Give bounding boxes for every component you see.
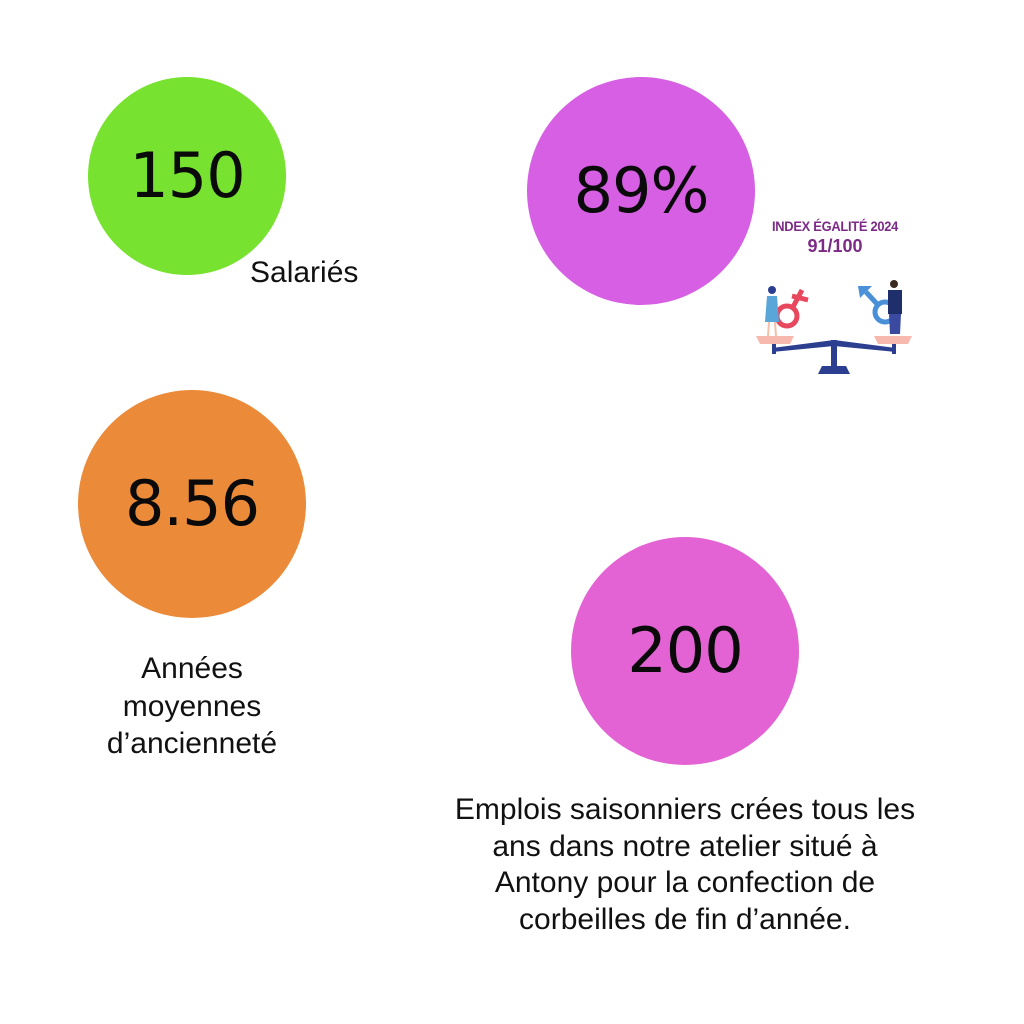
woman-figure-icon	[765, 286, 779, 337]
anciennete-label-line: moyennes	[122, 689, 262, 723]
anciennete-label: Années moyennes d’ancienneté	[62, 650, 322, 763]
female-symbol-icon	[774, 288, 809, 329]
saisonniers-label-line: Emplois saisonniers crées tous les	[454, 793, 916, 826]
salaries-circle: 150	[88, 77, 286, 275]
male-symbol-icon	[858, 286, 898, 325]
saisonniers-circle: 200	[571, 537, 799, 765]
badge-title: INDEX ÉGALITÉ 2024	[771, 218, 899, 234]
man-figure-icon	[888, 280, 902, 334]
saisonniers-label: Emplois saisonniers crées tous les ans d…	[400, 792, 970, 938]
anciennete-label-line: Années	[141, 652, 243, 685]
index-egalite-badge: INDEX ÉGALITÉ 2024 91/100	[750, 218, 920, 383]
saisonniers-label-line: corbeilles de fin d’année.	[519, 902, 851, 936]
badge-score: 91/100	[807, 236, 863, 256]
egalite-circle: 89%	[527, 77, 755, 305]
saisonniers-value: 200	[627, 614, 743, 687]
saisonniers-label-line: ans dans notre atelier situé à	[492, 829, 878, 863]
saisonniers-label-line: Antony pour la confection de	[494, 866, 876, 900]
anciennete-label-line: d’ancienneté	[106, 727, 278, 760]
anciennete-value: 8.56	[124, 467, 260, 540]
salaries-label: Salariés	[250, 256, 359, 289]
anciennete-circle: 8.56	[78, 390, 306, 618]
salaries-value: 150	[129, 139, 245, 212]
gender-balance-scale-illustration	[756, 280, 912, 374]
egalite-value: 89%	[573, 154, 710, 227]
balance-scale-icon	[756, 336, 912, 374]
